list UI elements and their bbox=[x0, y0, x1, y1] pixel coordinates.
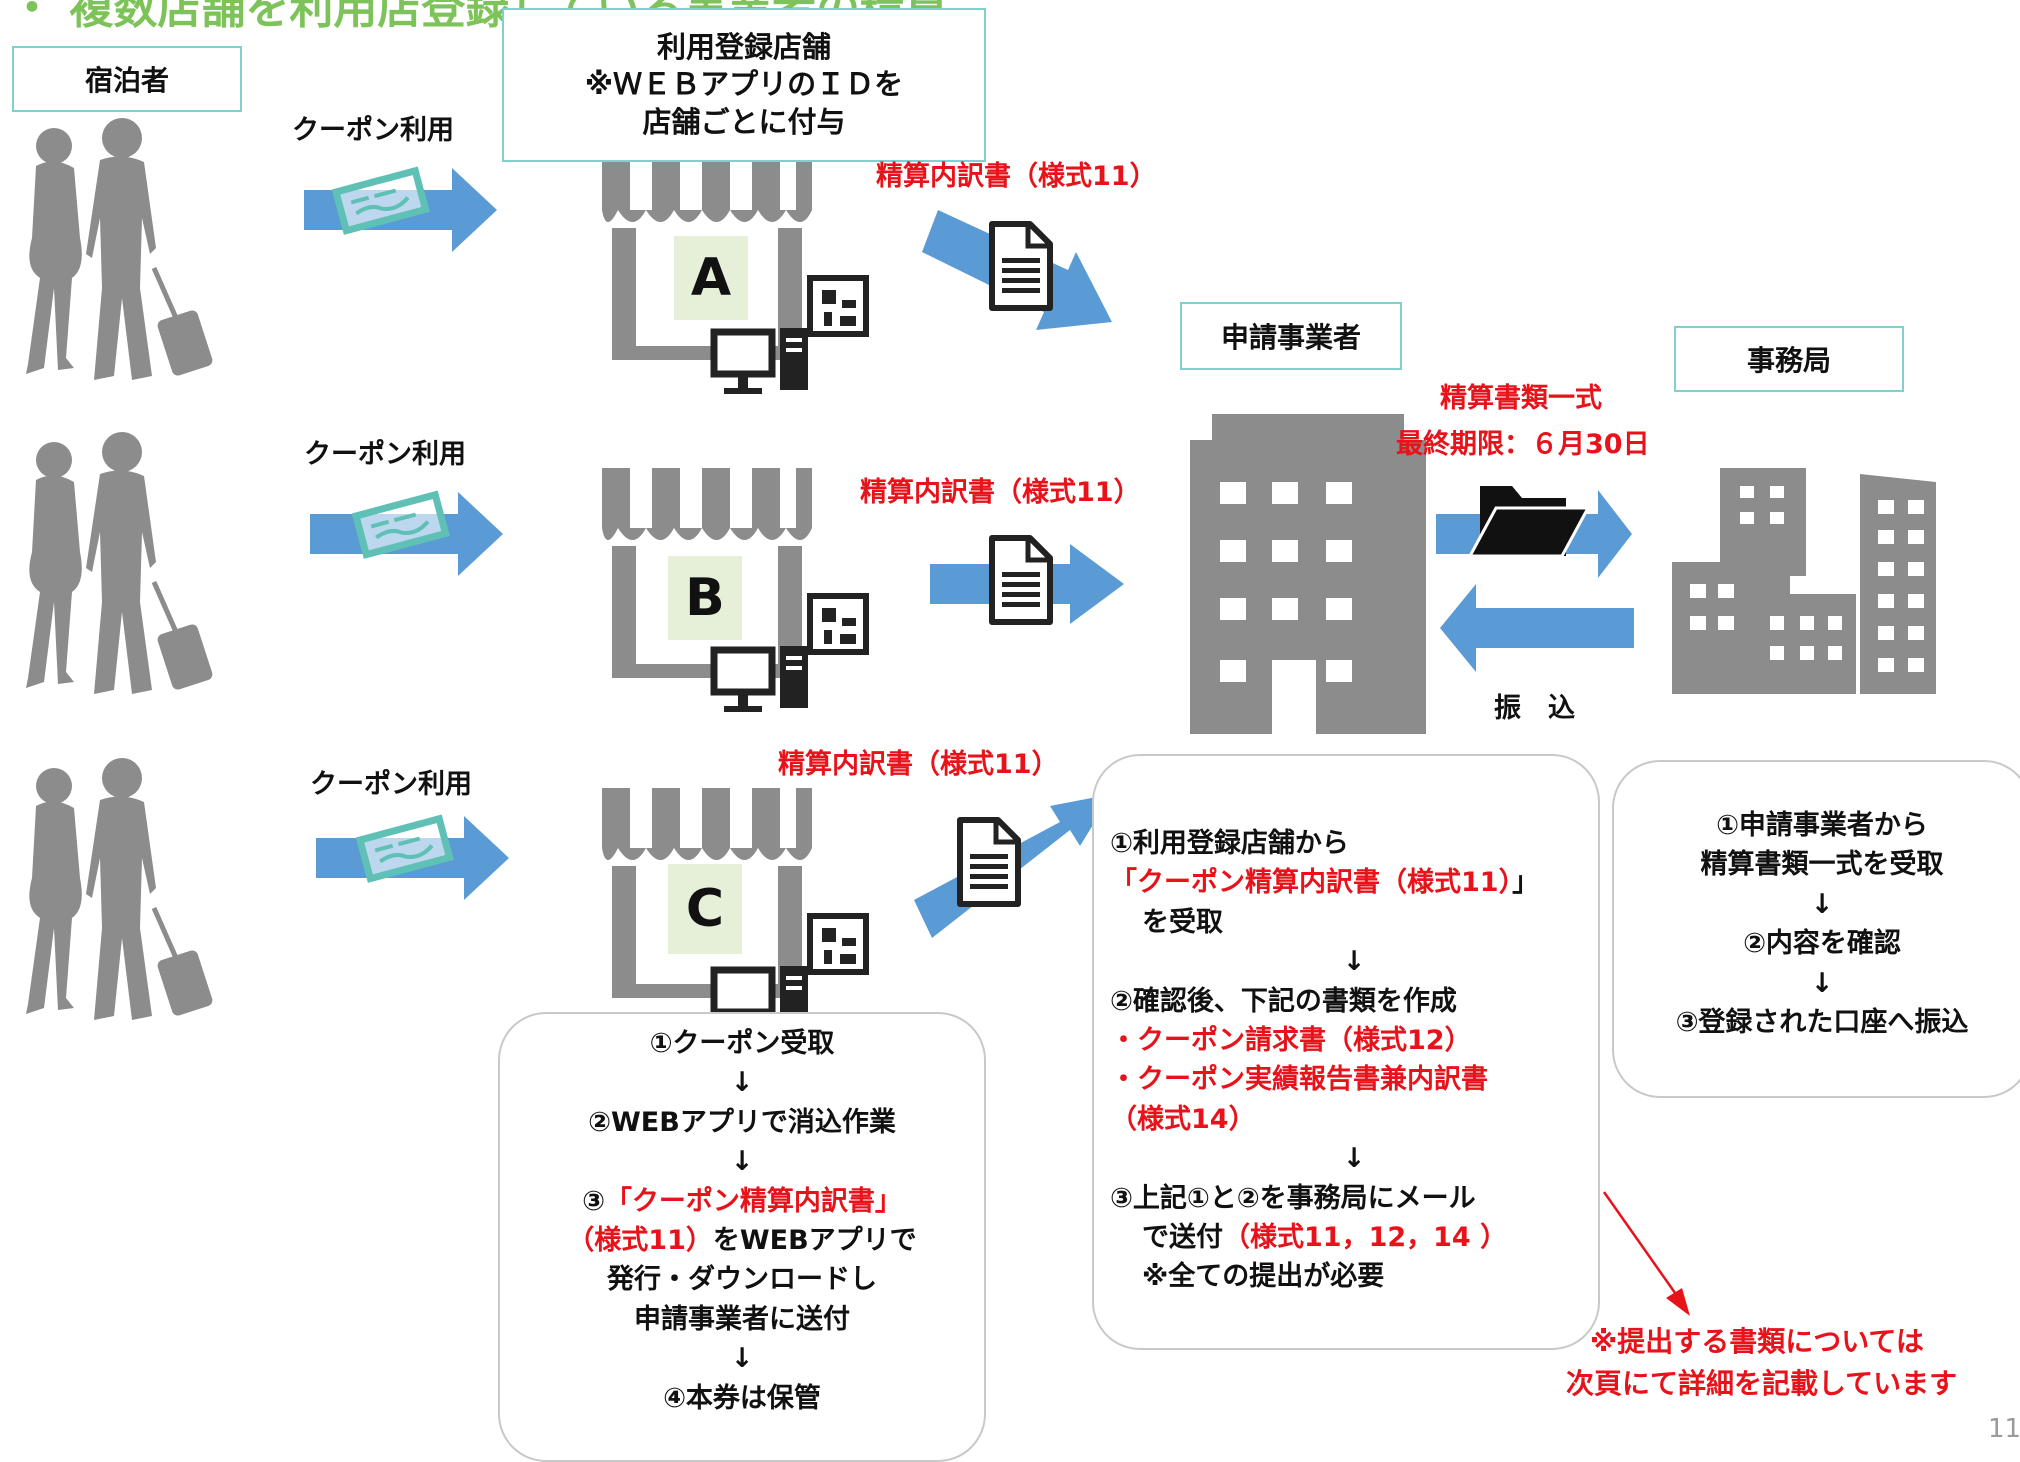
office-step: ①申請事業者から bbox=[1716, 810, 1928, 841]
page-number: 11 bbox=[1988, 1414, 2020, 1444]
step-arrow: ↓ bbox=[1342, 1143, 1366, 1175]
doc-arrow-a bbox=[922, 210, 1112, 330]
store-step: ④本券は保管 bbox=[663, 1382, 821, 1414]
bullet: ・ bbox=[1110, 1064, 1137, 1096]
breakdown-doc-label: 精算内訳書（様式11） bbox=[860, 477, 1141, 508]
applicant-step: ・クーポン請求書（様式12） bbox=[1110, 1021, 1598, 1060]
deadline-label: 最終期限：６月30日 bbox=[1396, 429, 1650, 460]
registered-store-line: 利用登録店舗 bbox=[656, 30, 831, 65]
transfer-label: 振 込 bbox=[1494, 693, 1575, 724]
step-arrow: ↓ bbox=[730, 1067, 754, 1099]
applicant-step: ※全ての提出が必要 bbox=[1142, 1261, 1385, 1293]
doc-arrow-b bbox=[930, 538, 1124, 624]
office-label: 事務局 bbox=[1674, 326, 1904, 392]
applicant-step: ③上記①と②を事務局にメール bbox=[1110, 1182, 1476, 1214]
office-steps-box: ①申請事業者から 精算書類一式を受取 ↓ ②内容を確認 ↓ ③登録された口座へ振… bbox=[1612, 760, 2020, 1098]
doc-arrow-c bbox=[914, 794, 1112, 938]
applicant-step-doc: クーポン精算内訳書（様式11） bbox=[1137, 867, 1513, 899]
coupon-use-label: クーポン利用 bbox=[292, 115, 454, 146]
store-step: （様式11）をWEBアプリで bbox=[500, 1221, 984, 1260]
store-step-form: （様式11） bbox=[567, 1225, 713, 1257]
step-arrow: ↓ bbox=[730, 1343, 754, 1375]
coupon-arrow-a bbox=[304, 168, 497, 252]
bracket: 」 bbox=[1512, 867, 1540, 899]
applicant-step-doc: （様式14） bbox=[1110, 1103, 1256, 1135]
applicant-step: を受取 bbox=[1142, 906, 1223, 938]
step-arrow: ↓ bbox=[1810, 967, 1834, 999]
applicant-step: ・クーポン実績報告書兼内訳書 bbox=[1110, 1060, 1598, 1099]
guest-couple-icon bbox=[26, 432, 214, 694]
store-b-letter: B bbox=[668, 556, 742, 640]
store-step-num: ③ bbox=[582, 1185, 605, 1217]
office-step: ②内容を確認 bbox=[1743, 928, 1901, 960]
store-step: ①クーポン受取 bbox=[649, 1028, 835, 1059]
bracket: 「 bbox=[1110, 867, 1137, 899]
breakdown-doc-label: 精算内訳書（様式11） bbox=[876, 161, 1157, 192]
guest-couple-icon bbox=[26, 118, 214, 380]
store-a-letter: A bbox=[674, 236, 748, 320]
coupon-arrow-c bbox=[316, 816, 509, 900]
transfer-arrow bbox=[1440, 584, 1634, 672]
store-steps-box: ①クーポン受取 ↓ ②WEBアプリで消込作業 ↓ ③「クーポン精算内訳書」 （様… bbox=[498, 1012, 986, 1462]
coupon-use-label: クーポン利用 bbox=[304, 439, 466, 470]
registered-store-line: ※ＷＥＢアプリのＩＤを bbox=[584, 67, 904, 102]
guest-label: 宿泊者 bbox=[12, 46, 242, 112]
bullet: ・ bbox=[1110, 1025, 1137, 1057]
note-line: ※提出する書類については bbox=[1590, 1325, 1924, 1358]
applicant-step: ①利用登録店舗から bbox=[1110, 828, 1349, 859]
store-step-text: をWEBアプリで bbox=[712, 1225, 917, 1257]
submission-arrow bbox=[1436, 486, 1632, 578]
step-arrow: ↓ bbox=[1342, 946, 1366, 978]
step-arrow: ↓ bbox=[730, 1146, 754, 1178]
guest-couple-icon bbox=[26, 758, 214, 1020]
office-step: 精算書類一式を受取 bbox=[1700, 849, 1944, 881]
applicant-steps-box: ①利用登録店舗から 「クーポン精算内訳書（様式11）」 を受取 ↓ ②確認後、下… bbox=[1092, 754, 1600, 1350]
applicant-step-text: で送付 bbox=[1142, 1222, 1223, 1254]
registered-store-line: 店舗ごとに付与 bbox=[642, 104, 846, 139]
store-step: ③「クーポン精算内訳書」 bbox=[500, 1182, 984, 1221]
coupon-arrow-b bbox=[310, 492, 503, 576]
store-step: 申請事業者に送付 bbox=[634, 1303, 850, 1335]
note-pointer-arrow bbox=[1602, 1191, 1690, 1316]
registered-store-label: 利用登録店舗 ※ＷＥＢアプリのＩＤを 店舗ごとに付与 bbox=[502, 8, 986, 162]
applicant-step-forms: （様式11，12，14 ） bbox=[1223, 1222, 1508, 1254]
store-step: ②WEBアプリで消込作業 bbox=[588, 1106, 896, 1138]
store-step: 発行・ダウンロードし bbox=[607, 1264, 877, 1296]
coupon-use-label: クーポン利用 bbox=[310, 769, 472, 800]
submission-label: 精算書類一式 bbox=[1440, 383, 1602, 414]
store-step-doc: 「クーポン精算内訳書」 bbox=[604, 1185, 902, 1217]
applicant-building-icon bbox=[1190, 414, 1426, 734]
applicant-step-doc: クーポン請求書（様式12） bbox=[1137, 1025, 1472, 1057]
breakdown-doc-label: 精算内訳書（様式11） bbox=[778, 749, 1059, 780]
office-buildings-icon bbox=[1672, 468, 1936, 694]
office-step: ③登録された口座へ振込 bbox=[1675, 1007, 1969, 1039]
step-arrow: ↓ bbox=[1810, 888, 1834, 920]
applicant-step: 「クーポン精算内訳書（様式11）」 bbox=[1110, 863, 1598, 902]
applicant-label: 申請事業者 bbox=[1180, 302, 1402, 370]
applicant-step: で送付（様式11，12，14 ） bbox=[1110, 1218, 1598, 1257]
note-line: 次頁にて詳細を記載しています bbox=[1566, 1367, 1958, 1400]
store-c-letter: C bbox=[668, 864, 742, 954]
applicant-step: ②確認後、下記の書類を作成 bbox=[1110, 985, 1457, 1017]
applicant-step-doc: クーポン実績報告書兼内訳書 bbox=[1137, 1064, 1488, 1096]
